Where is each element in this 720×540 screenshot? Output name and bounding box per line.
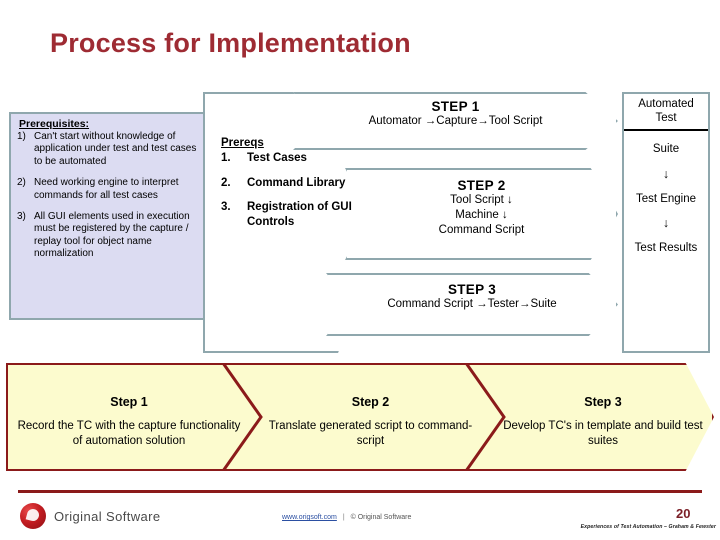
footer-divider: [18, 490, 702, 493]
list-item-number: 2.: [221, 176, 231, 189]
list-item: 2) Need working engine to interpret comm…: [17, 177, 197, 202]
automated-test-body: Suite ↓ Test Engine ↓ Test Results: [624, 131, 708, 256]
band-separator-chevron-icon: [221, 363, 263, 471]
step-3-heading: STEP 3: [447, 282, 497, 297]
down-arrow-icon: ↓: [662, 216, 670, 230]
page-number: 20: [676, 506, 691, 521]
footer-website-link[interactable]: www.origsoft.com: [282, 514, 337, 521]
step-1-detail: Automator →Capture→Tool Script: [368, 115, 543, 127]
band-step-3-text: Develop TC's in template and build test …: [503, 420, 703, 447]
automated-test-suite: Suite: [652, 143, 680, 155]
list-item-number: 1.: [221, 152, 231, 164]
band-separator-chevron-icon: [464, 363, 506, 471]
logo-text: Original Software: [54, 508, 161, 524]
step-2-chevron: STEP 2 Tool Script ↓ Machine ↓ Command S…: [345, 168, 618, 260]
list-item-number: 3.: [221, 201, 231, 213]
band-step-3-heading: Step 3: [584, 395, 622, 409]
list-item: 3) All GUI elements used in execution mu…: [17, 211, 197, 261]
automated-test-results: Test Results: [634, 242, 698, 254]
automated-test-engine: Test Engine: [635, 192, 697, 205]
footer-credit: Experiences of Test Automation – Graham …: [580, 524, 716, 530]
list-item-number: 1): [17, 131, 26, 142]
list-item: 1. Test Cases: [221, 151, 388, 166]
prereqs-chevron-content: Prereqs 1. Test Cases 2. Command Library…: [203, 92, 388, 353]
step-3-chevron: STEP 3 Command Script →Tester→Suite: [326, 273, 618, 336]
prerequisites-heading: Prerequisites:: [19, 118, 90, 130]
band-cell-step-1: Step 1 Record the TC with the capture fu…: [14, 363, 244, 471]
logo: Original Software: [20, 503, 161, 529]
list-item-text: All GUI elements used in execution must …: [34, 211, 190, 260]
band-step-1-heading: Step 1: [110, 395, 148, 409]
list-item-number: 2): [17, 177, 26, 189]
list-item-text: Test Cases: [247, 152, 307, 164]
band-step-2-text: Translate generated script to command-sc…: [268, 420, 473, 447]
band-background: [6, 363, 714, 471]
down-arrow-icon: ↓: [662, 166, 670, 181]
step-1-heading: STEP 1: [431, 99, 480, 114]
footer-separator: |: [342, 514, 345, 521]
band-step-2-heading: Step 2: [351, 395, 390, 409]
list-item-text: Can't start without knowledge of applica…: [34, 131, 197, 167]
automated-test-header: Automated Test: [624, 94, 708, 131]
footer-copyright: © Original Software: [350, 514, 412, 521]
list-item-text: Registration of GUI Controls: [247, 201, 352, 228]
original-software-logo-icon: [20, 503, 46, 529]
list-item: 2. Command Library: [221, 176, 388, 191]
list-item: 3. Registration of GUI Controls: [221, 200, 388, 229]
list-item: 1) Can't start without knowledge of appl…: [17, 131, 197, 168]
band-cell-step-3: Step 3 Develop TC's in template and buil…: [498, 363, 708, 471]
step-2-heading: STEP 2: [457, 178, 506, 193]
band-cell-step-2: Step 2 Translate generated script to com…: [258, 363, 483, 471]
footer-meta: www.origsoft.com | © Original Software: [282, 514, 411, 521]
page-title: Process for Implementation: [50, 28, 411, 58]
step-summary-band: Step 1 Record the TC with the capture fu…: [6, 363, 714, 471]
prereqs-heading: Prereqs: [221, 137, 264, 149]
step-1-chevron: STEP 1 Automator →Capture→Tool Script: [293, 92, 618, 150]
prerequisites-box: Prerequisites: 1) Can't start without kn…: [9, 112, 205, 320]
list-item-text: Command Library: [247, 176, 346, 189]
automated-test-column: Automated Test Suite ↓ Test Engine ↓ Tes…: [622, 92, 710, 353]
step-2-detail: Tool Script ↓ Machine ↓ Command Script: [438, 194, 525, 236]
prerequisites-list: 1) Can't start without knowledge of appl…: [17, 131, 197, 261]
list-item-number: 3): [17, 211, 26, 223]
list-item-text: Need working engine to interpret command…: [34, 177, 179, 201]
band-step-1-text: Record the TC with the capture functiona…: [17, 420, 241, 447]
process-diagram: Prerequisites: 1) Can't start without kn…: [0, 90, 720, 355]
step-3-detail: Command Script →Tester→Suite: [387, 298, 557, 310]
